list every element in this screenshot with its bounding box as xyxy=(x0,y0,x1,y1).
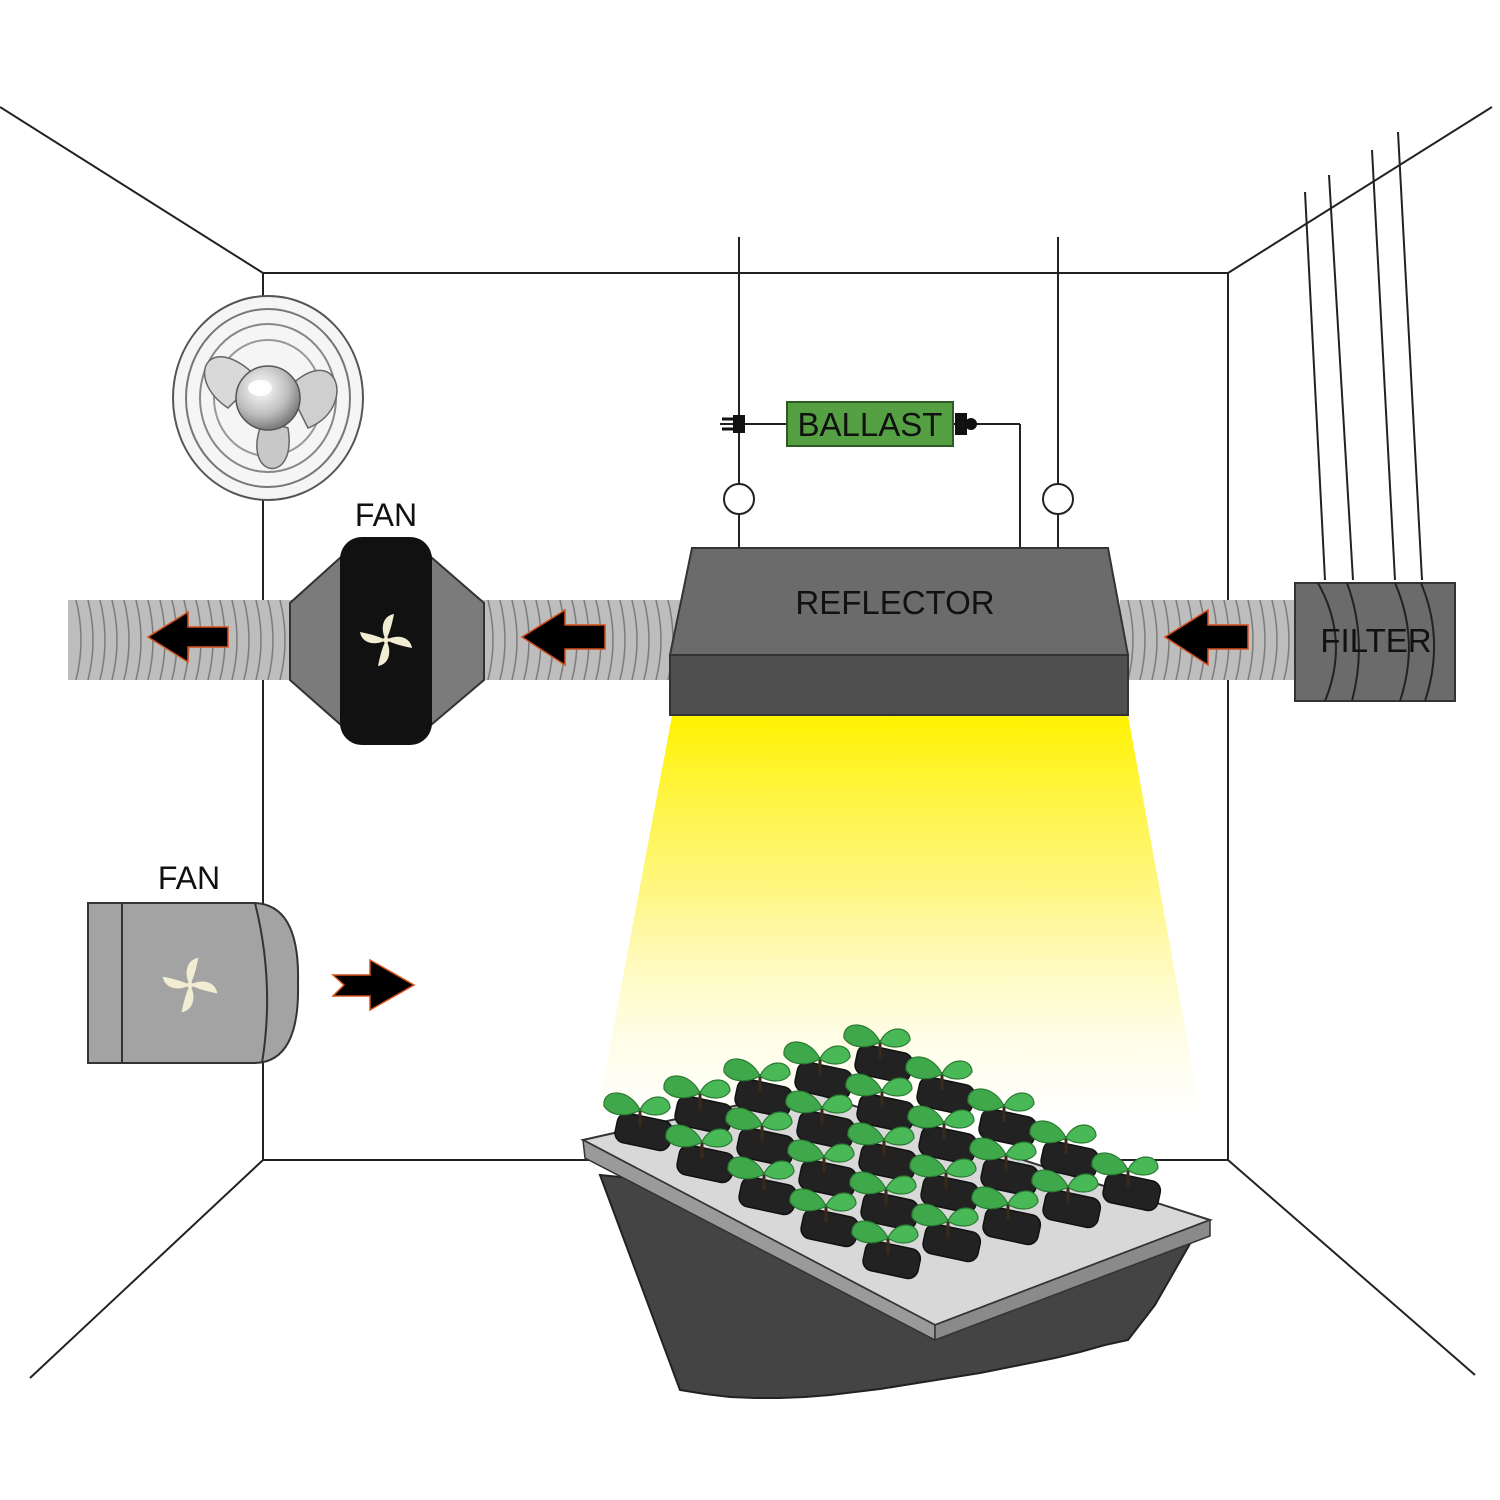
seedling-icon xyxy=(727,1156,795,1190)
seedling-icon xyxy=(969,1137,1037,1171)
inline-fan xyxy=(289,537,485,745)
seedling-icon xyxy=(843,1024,911,1058)
intake-fan-label: FAN xyxy=(158,860,220,896)
seedling-icon xyxy=(783,1041,851,1075)
seedling-icon xyxy=(911,1203,979,1237)
seedling-icon xyxy=(849,1171,917,1205)
seedling-icon xyxy=(907,1105,975,1139)
seedling-icon xyxy=(1031,1169,1099,1203)
seedling-tray xyxy=(580,1024,1214,1399)
arrow-left-icon xyxy=(146,610,229,664)
arrow-left-icon xyxy=(1163,608,1249,667)
seedling-icon xyxy=(787,1139,855,1173)
seedling-icon xyxy=(663,1075,731,1109)
tray-cell xyxy=(1102,1172,1162,1212)
seedling-icon xyxy=(909,1154,977,1188)
seedling-icon xyxy=(723,1058,791,1092)
seedling-icon xyxy=(967,1088,1035,1122)
seedling-icon xyxy=(789,1188,857,1222)
seedling-icon xyxy=(905,1056,973,1090)
seedling-icon xyxy=(971,1186,1039,1220)
inline-fan-label: FAN xyxy=(355,497,417,533)
oscillating-fan-icon xyxy=(172,295,364,501)
seedling-icon xyxy=(1029,1120,1097,1154)
fan-blade-icon xyxy=(162,957,218,1013)
carbon-filter xyxy=(1294,582,1456,702)
reflector xyxy=(668,547,1130,716)
light-beam xyxy=(598,716,1200,1110)
seedling-icon xyxy=(851,1220,919,1254)
tray-cell xyxy=(922,1223,982,1263)
seedling-icon xyxy=(847,1122,915,1156)
tray-cell xyxy=(862,1240,922,1280)
tray-cell xyxy=(1042,1189,1102,1229)
reflector-label: REFLECTOR xyxy=(795,584,994,621)
hanging-wires xyxy=(723,131,1423,581)
arrow-right-icon xyxy=(331,958,416,1012)
seedling-icon xyxy=(603,1092,671,1126)
plug-icon xyxy=(955,413,977,435)
arrow-left-icon xyxy=(520,608,606,667)
ballast-box xyxy=(786,401,954,447)
seedling-icon xyxy=(845,1073,913,1107)
seedling-icon xyxy=(1091,1152,1159,1186)
filter-label: FILTER xyxy=(1320,622,1431,659)
intake-fan xyxy=(87,902,300,1064)
seedling-icon xyxy=(725,1107,793,1141)
fan-blade-icon xyxy=(360,614,412,666)
tray-cell xyxy=(982,1206,1042,1246)
plug-icon xyxy=(722,415,745,433)
seedling-icon xyxy=(665,1124,733,1158)
ballast-label: BALLAST xyxy=(798,406,943,443)
seedling-icon xyxy=(785,1090,853,1124)
